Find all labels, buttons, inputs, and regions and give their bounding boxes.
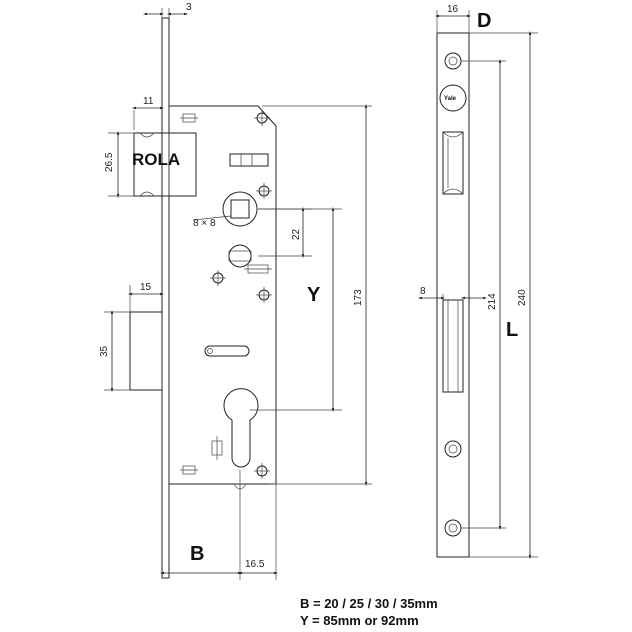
d-label: D <box>477 10 491 32</box>
dim-slot-width: 8 <box>420 286 426 297</box>
lock-body-side-view: 3 11 26.5 ROLA 8 × 8 22 Y 173 15 <box>99 2 372 580</box>
latch-block <box>133 132 197 197</box>
bolt-opening <box>442 299 464 393</box>
latch-opening <box>442 131 464 195</box>
dim-spindle-follower: 22 <box>291 228 302 240</box>
l-label: L <box>506 319 518 341</box>
dim-square-spindle: 8 × 8 <box>193 218 216 229</box>
dim-center-distance: 173 <box>353 289 364 306</box>
spindle-hub <box>222 191 258 227</box>
dim-latch-height: 26.5 <box>104 152 115 172</box>
dim-strike-height: 35 <box>99 345 110 357</box>
yale-brand: Yale <box>444 96 457 102</box>
legend-y-values: Y = 85mm or 92mm <box>300 613 419 628</box>
screw-hole-a <box>256 183 272 199</box>
euro-cylinder-hole <box>223 388 259 468</box>
bolt-slot-top <box>229 153 269 167</box>
dim-faceplate-inner: 214 <box>487 293 498 310</box>
dim-case-offset: 16.5 <box>245 559 265 570</box>
follower-hub <box>228 244 252 268</box>
long-slot <box>204 345 250 357</box>
screw-hole-top <box>254 110 270 126</box>
dim-bolt-offset: 11 <box>143 96 154 107</box>
dim-faceplate-length: 240 <box>517 289 528 306</box>
dim-backset-bottom: 15 <box>140 282 152 293</box>
b-label: B <box>190 543 204 565</box>
spindle-square <box>230 199 250 219</box>
yale-logo-badge <box>439 84 467 112</box>
screw-hole-bottom <box>254 463 270 479</box>
screw-hole-c <box>256 287 272 303</box>
y-label: Y <box>307 284 321 306</box>
faceplate-front <box>436 32 470 558</box>
faceplate-edge <box>161 17 170 579</box>
dim-faceplate-width: 16 <box>447 4 459 15</box>
screw-hole-b <box>210 270 226 286</box>
dim-faceplate-thickness: 3 <box>186 2 192 13</box>
legend-b-values: B = 20 / 25 / 30 / 35mm <box>300 596 438 611</box>
faceplate-front-view: Yale 16 D 8 214 L 240 <box>418 4 538 559</box>
rola-label: ROLA <box>132 150 180 169</box>
